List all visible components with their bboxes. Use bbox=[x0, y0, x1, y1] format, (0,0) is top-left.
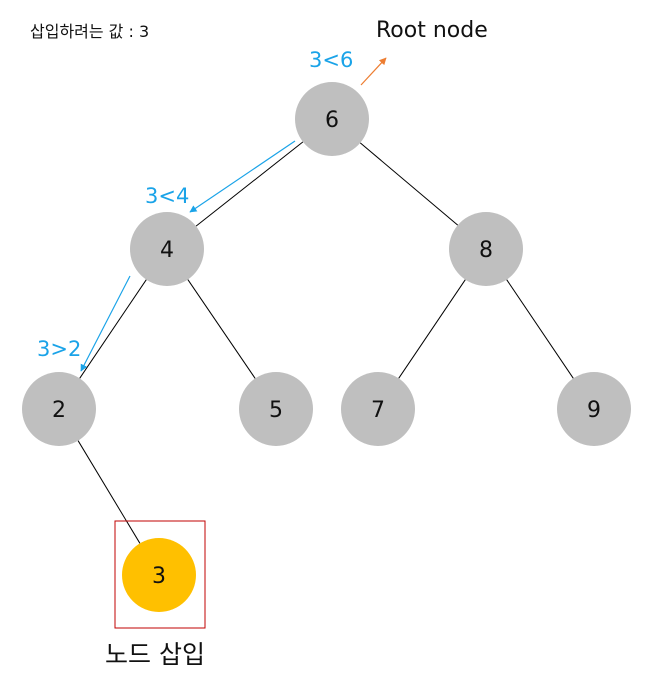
insert-node-caption: 노드 삽입 bbox=[105, 640, 205, 669]
comparison-label-level2: 3>2 bbox=[37, 337, 81, 361]
tree-nodes: 6 4 8 2 5 7 9 3 bbox=[22, 82, 631, 612]
node-value: 4 bbox=[160, 238, 174, 263]
edge-n4-n2 bbox=[79, 279, 147, 379]
tree-node: 9 bbox=[557, 372, 631, 446]
edge-n8-n7 bbox=[398, 279, 466, 379]
search-arrow-6-to-4 bbox=[189, 140, 296, 213]
tree-node: 6 bbox=[295, 82, 369, 156]
tree-node: 7 bbox=[341, 372, 415, 446]
edge-n6-n8 bbox=[359, 142, 459, 226]
edge-n4-n5 bbox=[187, 279, 256, 379]
edge-n8-n9 bbox=[506, 279, 574, 379]
node-circle bbox=[122, 538, 196, 612]
node-circle bbox=[239, 372, 313, 446]
tree-node: 5 bbox=[239, 372, 313, 446]
comparison-label-level1: 3<4 bbox=[145, 184, 189, 208]
insert-value-label: 삽입하려는 값 : 3 bbox=[30, 22, 149, 41]
node-value: 2 bbox=[52, 398, 66, 423]
edge-n2-n3 bbox=[77, 440, 141, 544]
search-arrow-4-to-2 bbox=[80, 275, 131, 372]
node-value: 5 bbox=[269, 398, 283, 423]
root-pointer-arrow bbox=[360, 57, 387, 86]
node-circle bbox=[341, 372, 415, 446]
comparison-label-root: 3<6 bbox=[309, 48, 353, 72]
node-value: 9 bbox=[587, 398, 601, 423]
node-circle bbox=[557, 372, 631, 446]
inserted-node-highlight-box bbox=[114, 520, 206, 629]
node-circle bbox=[22, 372, 96, 446]
root-node-label: Root node bbox=[376, 18, 488, 43]
tree-edges bbox=[77, 141, 574, 544]
inserted-node: 3 bbox=[122, 538, 196, 612]
node-value: 6 bbox=[325, 108, 339, 133]
tree-node: 8 bbox=[449, 212, 523, 286]
node-value: 3 bbox=[152, 564, 166, 589]
node-value: 7 bbox=[371, 398, 385, 423]
node-value: 8 bbox=[479, 238, 493, 263]
tree-node: 2 bbox=[22, 372, 96, 446]
tree-node: 4 bbox=[130, 212, 204, 286]
edge-n6-n4 bbox=[195, 141, 304, 227]
node-circle bbox=[130, 212, 204, 286]
node-circle bbox=[449, 212, 523, 286]
search-path-arrows bbox=[80, 57, 387, 372]
node-circle bbox=[295, 82, 369, 156]
